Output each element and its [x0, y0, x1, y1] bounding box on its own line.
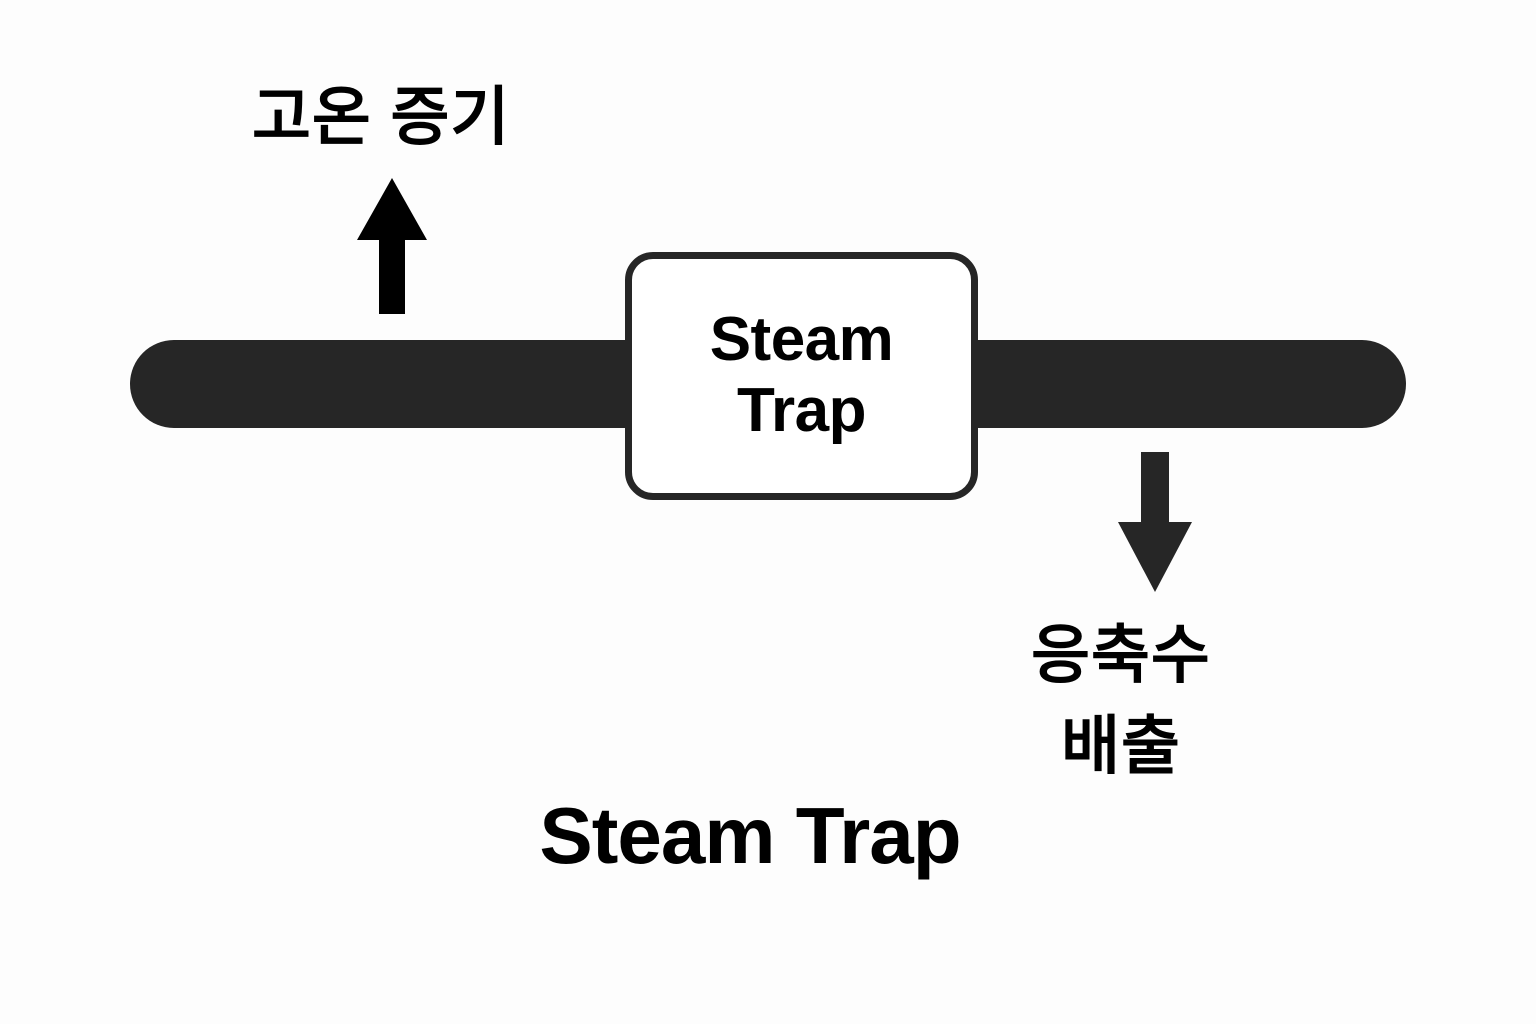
condensate-outlet-label: 응축수 배출: [1010, 610, 1232, 792]
steam-trap-box-label-line1: Steam: [709, 305, 894, 375]
condensate-outlet-label-line2: 배출: [1061, 709, 1181, 782]
condensate-down-arrow-icon: [1118, 452, 1192, 592]
steam-trap-box-label-line2: Trap: [737, 376, 866, 445]
diagram-caption: Steam Trap: [539, 791, 961, 880]
condensate-outlet-label-line1: 응축수: [1031, 619, 1211, 691]
steam-up-arrow-icon: [357, 178, 427, 314]
steam-inlet-label: 고온 증기: [252, 81, 511, 153]
steam-trap-box: Steam Trap: [625, 252, 978, 500]
